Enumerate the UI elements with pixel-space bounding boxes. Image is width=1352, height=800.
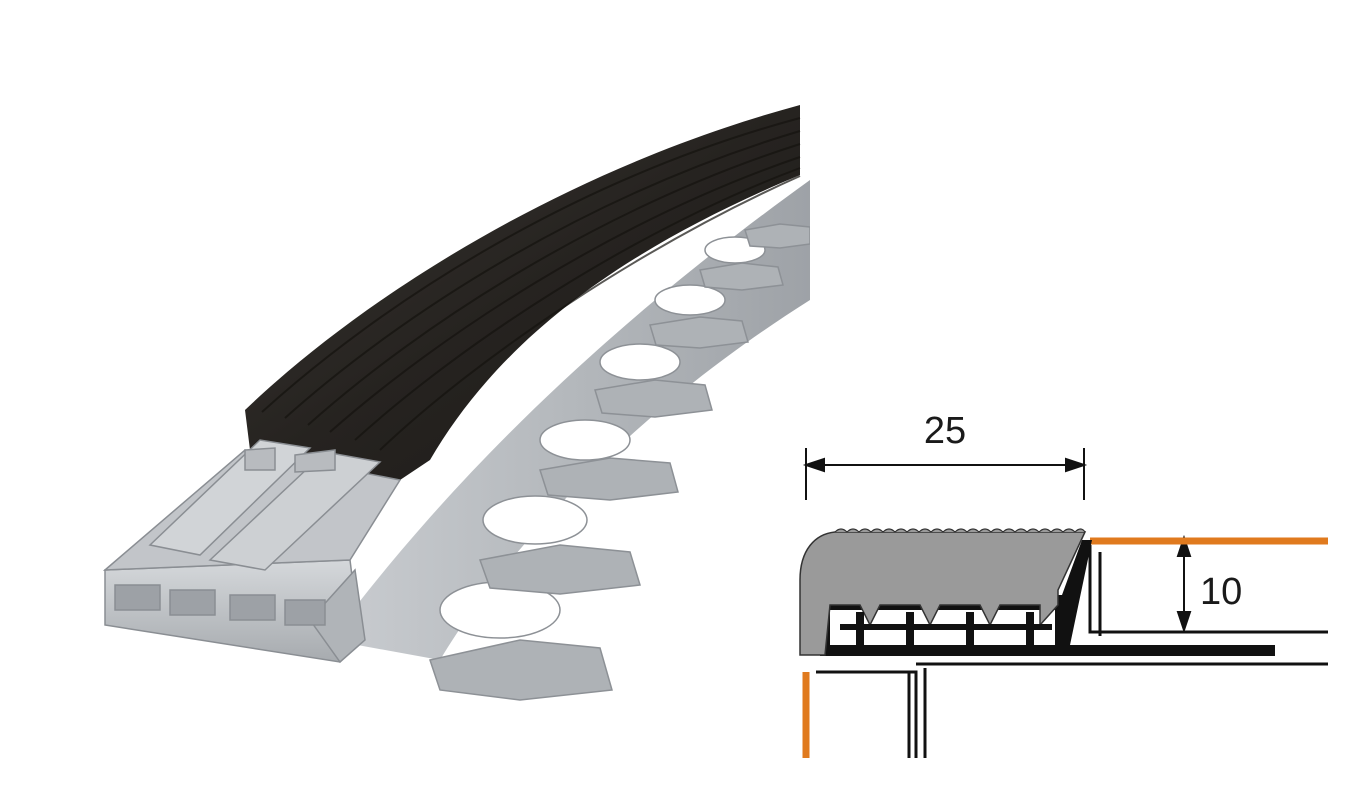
substrate-lines [816, 545, 1328, 758]
insert-ridges [834, 528, 1086, 533]
anchor-tabs [429, 223, 810, 701]
insert-section [799, 531, 1087, 656]
carrier-front [102, 439, 402, 664]
width-label: 25 [924, 410, 966, 452]
height-label: 10 [1200, 571, 1242, 613]
width-dimension [802, 448, 1088, 500]
t-slots [840, 612, 1052, 652]
height-dimension [1176, 534, 1192, 634]
profile-3d-render [102, 105, 810, 701]
rubber-ribs [261, 117, 801, 451]
cross-section-drawing: 25 10 [799, 410, 1328, 758]
